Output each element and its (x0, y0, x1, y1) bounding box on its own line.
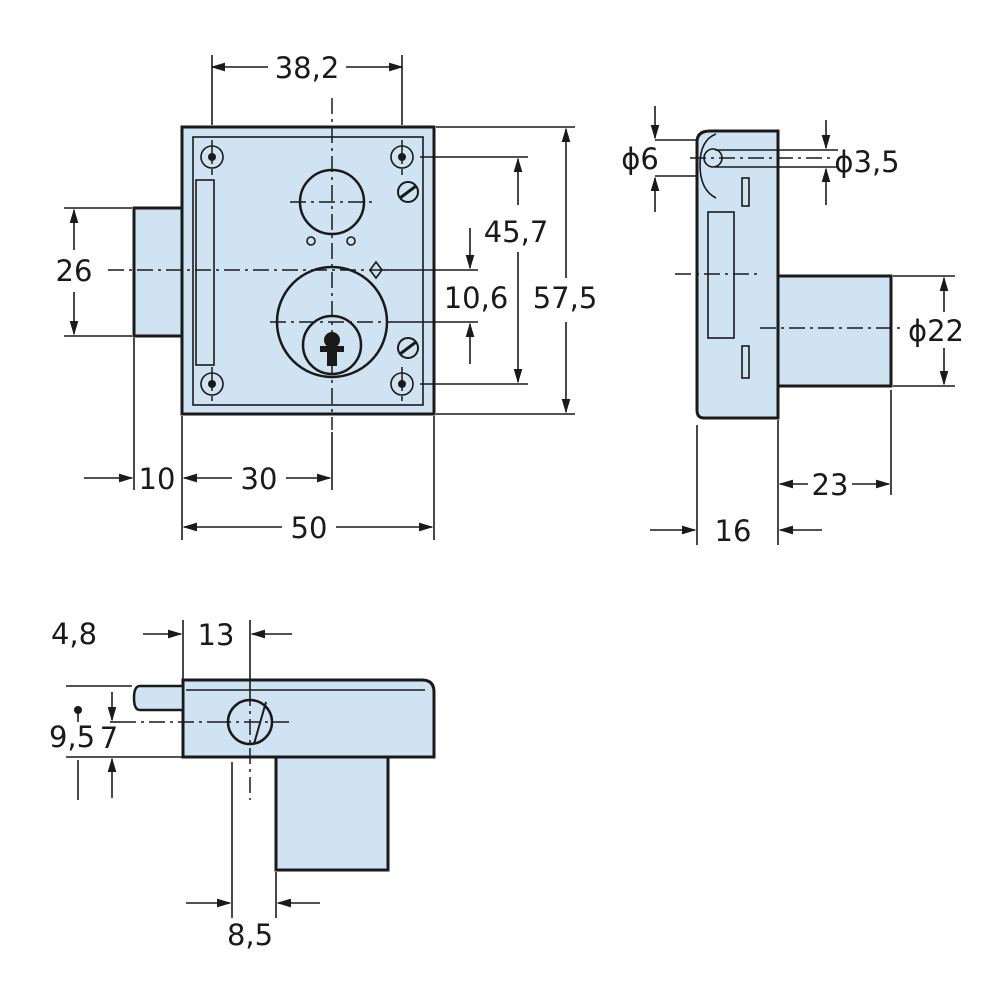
dim-center-offset: 30 (241, 462, 278, 496)
side-notch (741, 177, 750, 207)
bottom-view: 4,8 13 9,5 7 8,5 (49, 617, 436, 952)
dim-case-depth: 16 (715, 514, 752, 548)
dim-bolt-thickness: 4,8 (51, 617, 97, 651)
side-cylinder (776, 274, 893, 388)
small-hole (306, 236, 316, 246)
dim-cylinder-diameter: ϕ22 (908, 314, 964, 348)
dim-hole-spacing: 38,2 (275, 51, 340, 85)
side-slot (707, 211, 735, 339)
dim-offset-b: 7 (100, 721, 118, 755)
dim-bolt-throw: 10 (139, 462, 176, 496)
screw-icon (397, 337, 419, 359)
dim-offset-a: 9,5 (49, 720, 95, 754)
dim-dot (74, 706, 82, 714)
bottom-body (181, 678, 436, 759)
dim-small-hole-diameter: ϕ6 (621, 142, 659, 176)
dim-total-width: 50 (291, 511, 328, 545)
dim-hole-vertical: 45,7 (484, 215, 549, 249)
bottom-cylinder (274, 750, 390, 872)
dim-total-height: 57,5 (533, 281, 598, 315)
body-inner-edge (192, 136, 424, 406)
side-notch (741, 345, 750, 379)
side-rounded-edge (699, 133, 717, 199)
dim-screw-diameter: ϕ3,5 (834, 145, 899, 179)
dim-cylinder-length: 23 (812, 468, 849, 502)
dim-bolt-to-cylinder: 13 (198, 618, 235, 652)
front-view: 38,2 26 45,7 10,6 57,5 10 30 (56, 51, 598, 545)
side-view: ϕ6 ϕ3,5 ϕ22 23 16 (621, 106, 964, 548)
screw-icon (397, 181, 419, 203)
bolt (132, 206, 184, 338)
indicator-icon (369, 260, 383, 280)
dim-cylinder-offset: 10,6 (444, 281, 509, 315)
small-hole (346, 236, 356, 246)
bolt-slot (195, 179, 215, 366)
dim-bolt-height: 26 (56, 254, 93, 288)
dim-step: 8,5 (227, 918, 273, 952)
bottom-bolt (132, 684, 185, 712)
